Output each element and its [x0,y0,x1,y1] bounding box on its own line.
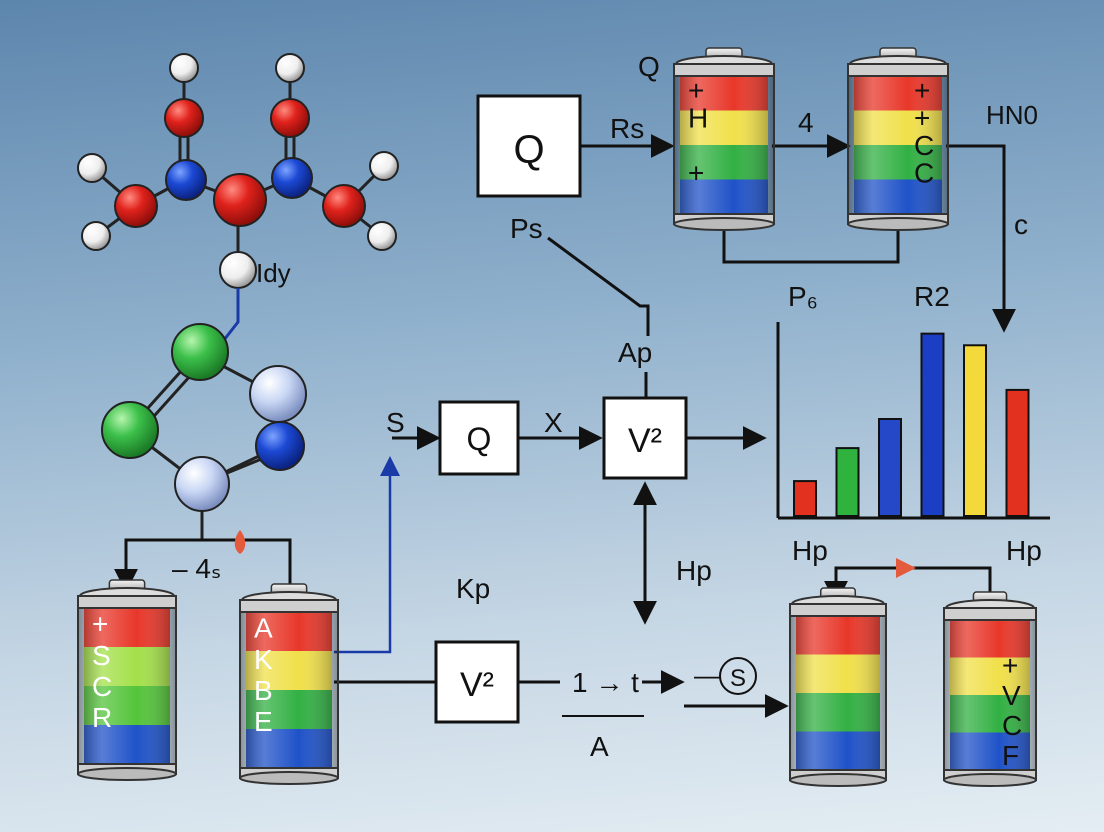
battery-label: F [1002,740,1019,771]
battery-label: E [254,706,273,737]
atom-h-1 [169,53,199,83]
label-c-right: c [1014,209,1028,240]
chart-bar [920,332,945,518]
box-mid-q: Q [438,400,520,476]
atom-o-center [213,173,267,227]
atom-o-3 [114,184,158,228]
battery-top-middle: +H+ [673,47,775,231]
box-top-q: Q [476,94,582,198]
battery-label: + [914,102,930,133]
battery-label: V [1002,680,1021,711]
label-s-left: S [386,407,405,438]
atom-n-2 [271,157,313,199]
connector-batteries-top [722,228,900,264]
battery-label: + [688,75,704,106]
svg-text:V²: V² [628,422,662,460]
label-r2: R2 [914,281,950,312]
label-ps: Ps [510,213,543,244]
svg-text:V²: V² [460,666,494,704]
label-p6: P₆ [788,281,818,312]
atom-o-2 [270,98,310,138]
connector-blue [222,288,240,341]
battery-label: + [688,158,704,189]
atom-pale-2 [174,456,230,512]
chart-bar [963,344,987,517]
label-hp-mid: Hp [676,555,712,586]
label-s-circle: S [730,665,746,692]
marker-red-arrow [896,558,916,578]
battery-label: B [254,675,273,706]
connector-ring-to-batteries [114,538,292,596]
atom-pale-1 [249,365,307,423]
arrow-to-chart [946,144,1016,333]
battery-label: A [254,613,273,644]
battery-label: + [1002,650,1018,681]
label-top-q: Q [638,51,660,82]
marker-red-drop [234,530,246,554]
battery-label: C [92,671,112,702]
label-hp-right: Hp [1006,535,1042,566]
chart-bar [835,447,860,518]
box-v2-bottom: V² [434,640,520,724]
atom-green-2 [101,401,159,459]
connector-ps [547,236,650,336]
label-four: 4 [798,107,814,138]
label-hp-left: Hp [792,535,828,566]
atom-h-5 [369,151,399,181]
atom-h-bottom [219,251,257,289]
label-rs: Rs [610,113,644,144]
battery-bottom-third [789,587,887,787]
label-minus-4s: – 4ₛ [172,553,221,584]
battery-bottom-right: +VCF [943,591,1037,787]
battery-label: C [914,130,934,161]
molecule-ring [101,323,307,540]
battery-bottom-left: +SCR [77,579,177,781]
battery-label: H [688,102,708,133]
box-v2-mid: V² [602,396,688,480]
molecule-top [77,53,399,289]
label-dash-s: — [694,660,720,690]
chart-bar [1005,388,1030,517]
atom-h-6 [367,221,397,251]
battery-label: C [1002,710,1022,741]
battery-label: K [254,644,273,675]
atom-h-4 [81,221,111,251]
label-a-below: A [590,731,609,762]
label-x: X [544,407,563,438]
battery-top-right: ++CC [847,47,949,231]
connector-blue-up [334,456,400,654]
label-ap: Ap [618,337,652,368]
battery-label: + [914,75,930,106]
atom-blue-ring [255,421,305,471]
chart-bar [878,418,902,517]
battery-label: + [92,609,108,640]
atom-h-2 [275,53,305,83]
battery-label: C [914,158,934,189]
atom-o-4 [322,184,366,228]
label-hno: HN0 [986,100,1038,130]
atom-green-1 [171,323,229,381]
svg-text:Q: Q [467,421,492,457]
battery-label: R [92,702,112,733]
atom-h-3 [77,153,107,183]
s-circle-icon [719,657,757,695]
svg-text:Q: Q [513,128,544,172]
label-kp: Kp [456,573,490,604]
atom-o-1 [164,98,204,138]
label-one-t: 1 → t [572,667,639,698]
atom-n-1 [165,159,207,201]
label-idy: Idy [256,258,291,288]
chart-bar [793,480,817,517]
battery-label: S [92,640,111,671]
bar-chart [776,322,1050,520]
